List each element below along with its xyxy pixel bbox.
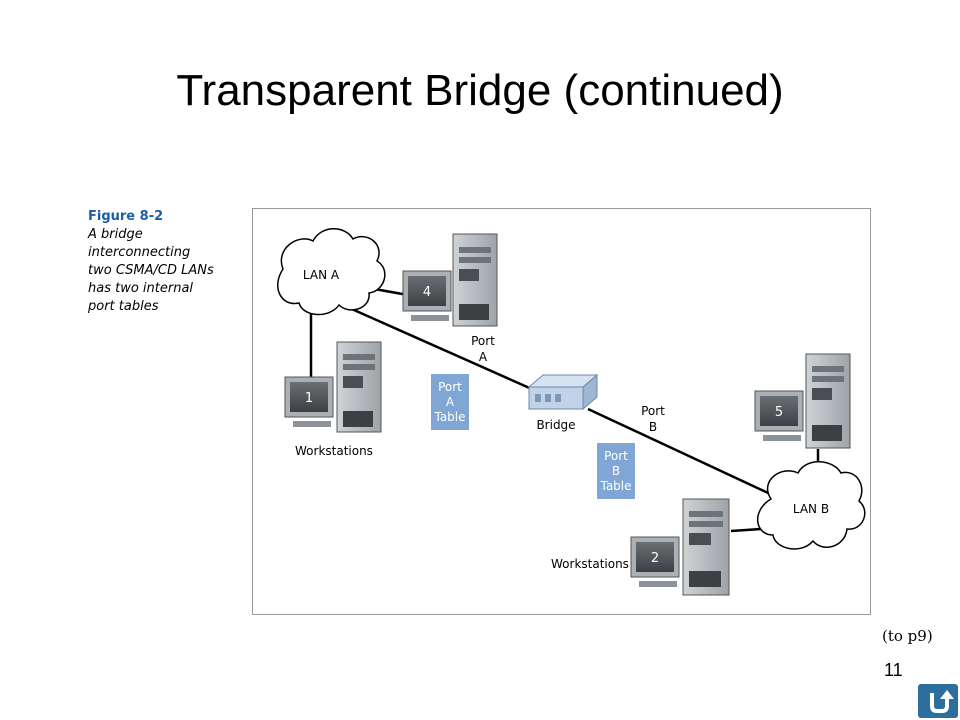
port-a-table-line2: A (446, 395, 455, 409)
caption-line-3: two CSMA/CD LANs (88, 263, 214, 278)
link-bridge-lan-b (587, 407, 782, 501)
return-button[interactable] (918, 684, 958, 718)
station-4: 4 (402, 233, 498, 327)
port-b-table: Port B Table (597, 443, 635, 499)
station-4-number: 4 (423, 285, 431, 300)
lan-a-label: LAN A (303, 268, 340, 282)
caption-line-2: interconnecting (88, 245, 191, 260)
workstations-label-right: Workstations (551, 557, 629, 571)
station-1-number: 1 (305, 391, 313, 406)
lan-b-label: LAN B (793, 502, 829, 516)
caption-line-4: has two internal (88, 281, 194, 296)
lan-a-cloud: LAN A (277, 228, 386, 316)
port-b-table-line1: Port (604, 449, 628, 463)
slide-title: Transparent Bridge (continued) (176, 66, 784, 115)
page-number: 11 (884, 660, 903, 680)
caption-line-1: A bridge (88, 227, 143, 242)
workstations-label-left: Workstations (295, 444, 373, 458)
port-a-label-line2: A (479, 350, 488, 364)
bridge-device: Bridge (527, 373, 599, 432)
port-a-table-line1: Port (438, 380, 462, 394)
port-a-label-line1: Port (471, 334, 495, 348)
port-b-table-line2: B (612, 464, 620, 478)
station-5: 5 (754, 353, 851, 449)
caption-line-5: port tables (88, 299, 159, 314)
port-b-label-line2: B (649, 420, 657, 434)
port-a-table-line3: Table (433, 410, 465, 424)
link-lan-a-bridge (344, 304, 544, 396)
network-diagram: LAN A LAN B 4 1 Workstations Port A Port (252, 208, 871, 615)
station-2: 2 (630, 498, 730, 596)
lan-b-cloud: LAN B (756, 461, 866, 550)
port-b-table-line3: Table (599, 479, 631, 493)
return-arrow-icon (930, 690, 954, 713)
figure-label: Figure 8-2 (88, 209, 164, 224)
page-reference-note: (to p9) (882, 627, 933, 645)
port-b-label-line1: Port (641, 404, 665, 418)
station-5-number: 5 (775, 405, 783, 420)
station-2-number: 2 (651, 551, 659, 566)
port-a-table: Port A Table (431, 374, 469, 430)
figure-caption: Figure 8-2 A bridge interconnecting two … (88, 208, 238, 316)
link-lan-b-station-2 (730, 527, 762, 533)
station-1: 1 (284, 341, 382, 433)
bridge-label: Bridge (536, 418, 575, 432)
